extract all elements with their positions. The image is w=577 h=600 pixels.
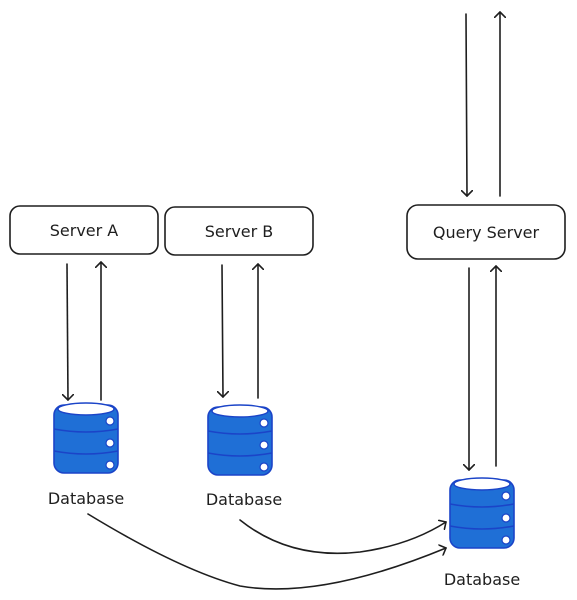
query-server-box (406, 204, 566, 260)
server-a-node: Server A (9, 205, 159, 255)
server-b-label: Server B (205, 222, 274, 241)
replication-arrows (87, 513, 447, 590)
database-icon-a (53, 402, 119, 474)
external-down-arrow (466, 13, 467, 197)
server-a-label: Server A (50, 221, 119, 240)
query-server-label: Query Server (433, 223, 540, 242)
query-server-db-arrows (469, 265, 496, 471)
external-arrows (466, 11, 500, 197)
server-b-db-arrows (222, 263, 258, 399)
server-b-box (164, 206, 314, 256)
server-b-node: Server B (164, 206, 314, 256)
database-b-label: Database (206, 490, 282, 509)
db-b-to-query-db-arrow (239, 519, 447, 555)
database-icon-b (207, 404, 273, 476)
db-a-to-query-db-arrow (87, 513, 447, 590)
server-b-down-arrow (222, 264, 223, 398)
server-a-down-arrow (67, 263, 68, 401)
server-a-box (9, 205, 159, 255)
database-a-label: Database (48, 489, 124, 508)
database-icon-query (449, 477, 515, 549)
database-query-label: Database (444, 570, 520, 589)
query-server-node: Query Server (406, 204, 566, 260)
server-a-db-arrows (67, 261, 101, 401)
